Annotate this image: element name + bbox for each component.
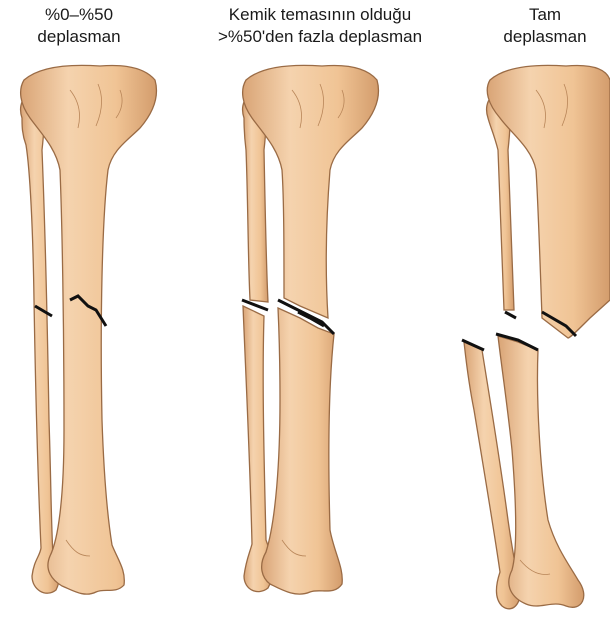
leg-partial-displacement — [242, 65, 379, 594]
leg-minimal-displacement — [21, 65, 157, 594]
fibula — [21, 94, 60, 593]
fracture-line — [505, 312, 516, 318]
tibia-distal — [262, 308, 343, 594]
leg-complete-displacement — [462, 65, 610, 608]
